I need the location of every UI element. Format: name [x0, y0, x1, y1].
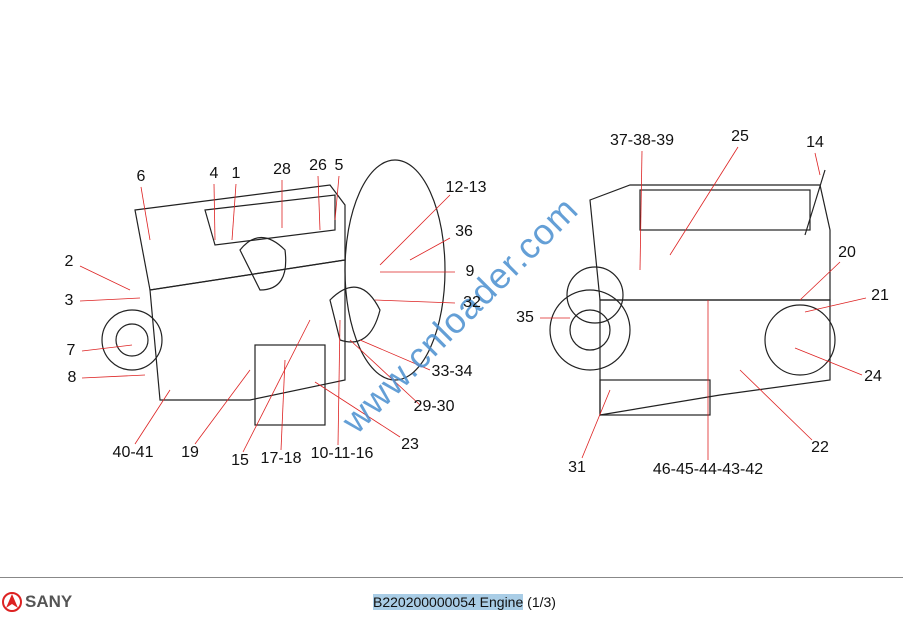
page-indicator: (1/3)	[527, 594, 556, 610]
callout-label: 28	[273, 161, 291, 178]
callout-label: 12-13	[445, 179, 487, 196]
callout-label: 9	[465, 263, 475, 280]
callout-label: 29-30	[413, 398, 455, 415]
engine-drawing	[79, 146, 867, 460]
callout-label: 31	[568, 459, 586, 476]
left-engine-view	[101, 159, 446, 426]
callout-label: 7	[66, 342, 76, 359]
brand-name: SANY	[25, 592, 73, 611]
document-title: B220200000054 Engine	[373, 594, 524, 610]
callout-label: 25	[731, 128, 749, 145]
callout-label: 8	[67, 369, 77, 386]
page-caption: B220200000054 Engine (1/3)	[373, 594, 556, 610]
callout-label: 6	[136, 168, 146, 185]
callout-label: 40-41	[112, 444, 154, 461]
right-engine-view	[549, 169, 836, 416]
callout-label: 15	[231, 452, 249, 469]
callout-label: 24	[864, 368, 882, 385]
callout-label: 35	[516, 309, 534, 326]
callout-label: 26	[309, 157, 327, 174]
callout-label: 2	[64, 253, 74, 270]
callout-label: 46-45-44-43-42	[652, 461, 764, 478]
callout-label: 17-18	[260, 450, 302, 467]
callout-label: 4	[209, 165, 219, 182]
callout-label: 36	[455, 223, 473, 240]
callout-label: 5	[334, 157, 344, 174]
callout-label: 19	[181, 444, 199, 461]
callout-label: 37-38-39	[609, 132, 675, 149]
callout-label: 21	[871, 287, 889, 304]
sany-logo-icon	[2, 592, 22, 612]
footer-divider	[0, 577, 903, 578]
callout-label: 33-34	[431, 363, 473, 380]
callout-label: 3	[64, 292, 74, 309]
callout-label: 23	[401, 436, 419, 453]
callout-label: 22	[811, 439, 829, 456]
callout-label: 32	[463, 294, 481, 311]
callout-label: 20	[838, 244, 856, 261]
callout-label: 1	[231, 165, 241, 182]
sany-logo: SANY	[2, 591, 72, 613]
callout-label: 10-11-16	[310, 445, 374, 462]
leader-lines	[79, 146, 867, 460]
callout-label: 14	[806, 134, 824, 151]
